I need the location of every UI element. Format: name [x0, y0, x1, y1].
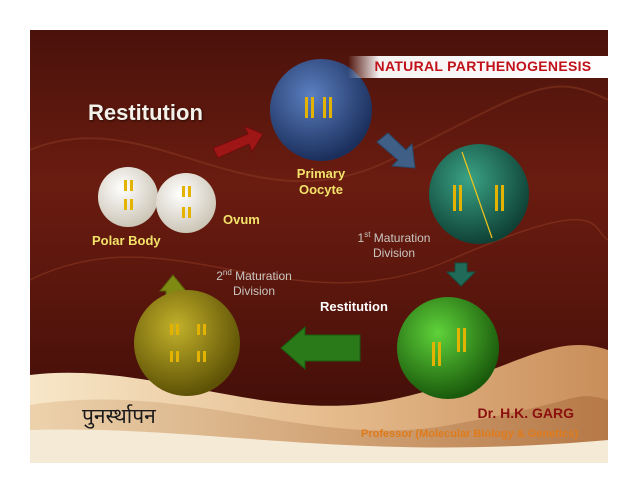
label-primary-oocyte: Primary Oocyte	[288, 166, 354, 198]
ovum-cell	[156, 173, 216, 233]
label-first-maturation: 1st Maturation Division	[334, 227, 454, 261]
label-second-word: Maturation	[231, 269, 292, 283]
label-first-maturation-line2: Division	[372, 246, 415, 260]
label-second-maturation-line1: 2nd Maturation	[194, 265, 314, 284]
final-diploid-cell	[134, 290, 240, 396]
label-second-maturation: 2nd Maturation Division	[194, 265, 314, 299]
arrow-red-up-right	[212, 125, 264, 159]
slide: NATURAL PARTHENOGENESIS Restitution Prim…	[30, 30, 608, 463]
hindi-caption: पुनर्स्थापन	[82, 404, 156, 428]
decorative-swoosh-mid	[30, 218, 608, 284]
heading-restitution: Restitution	[88, 100, 203, 125]
primary-oocyte-cell	[270, 59, 372, 161]
primary-chromosomes	[305, 97, 332, 118]
label-primary-oocyte-line1: Primary	[296, 166, 346, 181]
label-first-maturation-line1: 1st Maturation	[334, 227, 454, 246]
restitution-cell	[397, 297, 499, 399]
restitution-chromosomes	[432, 328, 466, 366]
label-ovum: Ovum	[223, 212, 260, 227]
decorative-swoosh-upper	[30, 85, 608, 183]
author-name: Dr. H.K. GARG	[477, 405, 574, 421]
label-first-ordinal: 1	[357, 231, 365, 245]
arrow-blue-down-right	[376, 132, 416, 169]
polar-body-chromosomes	[124, 180, 133, 210]
label-polar-body: Polar Body	[92, 233, 161, 248]
label-first-suffix: st	[364, 230, 371, 239]
label-second-maturation-line2: Division	[232, 284, 275, 298]
slide-title: NATURAL PARTHENOGENESIS	[374, 58, 592, 74]
polar-body-cell	[98, 167, 158, 227]
light-wave-bottom	[30, 429, 608, 463]
author-affiliation: Professor (Molecular Biology & Genetics)	[361, 428, 578, 440]
arrow-olive-down	[445, 262, 477, 287]
label-first-word: Maturation	[370, 231, 431, 245]
label-restitution: Restitution	[320, 299, 388, 314]
label-second-suffix: nd	[222, 268, 232, 277]
first-division-chromosomes	[453, 185, 504, 211]
ovum-chromosomes	[182, 186, 191, 218]
final-cell-chromosomes	[170, 324, 206, 362]
title-banner	[348, 56, 608, 78]
label-second-ordinal: 2	[216, 269, 223, 283]
label-primary-oocyte-line2: Oocyte	[298, 182, 344, 197]
slide-background	[30, 59, 608, 463]
arrow-green-left	[280, 325, 361, 371]
first-division-cell	[429, 144, 529, 244]
division-line	[461, 151, 493, 239]
